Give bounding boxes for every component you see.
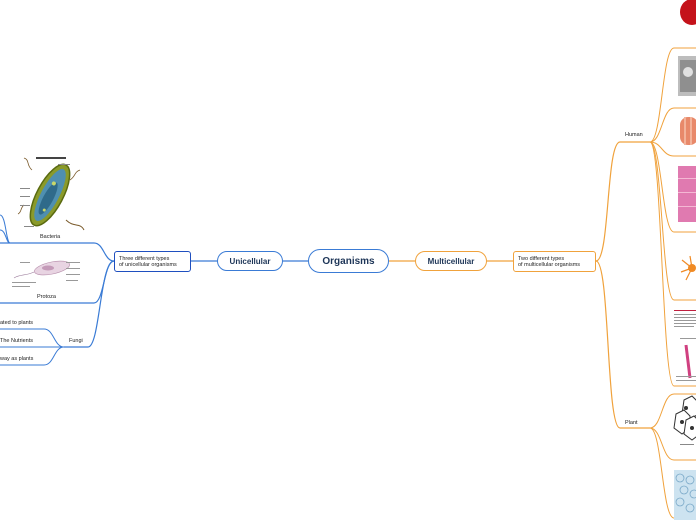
fungi-sub-2[interactable]: The Nutrients — [0, 338, 34, 344]
unicellular-node[interactable]: Unicellular — [217, 251, 283, 271]
connector-plant-c3 — [649, 427, 696, 519]
connector-plant-c2 — [649, 427, 696, 461]
multicellular-box-line1: Two different types — [518, 255, 565, 262]
connector-box-bacteria — [62, 242, 115, 262]
plant-illustrations — [673, 395, 696, 520]
bacteria-illustration — [16, 155, 86, 233]
topic-bacteria[interactable]: Bacteria — [40, 234, 61, 240]
connector-human-c6 — [649, 141, 696, 387]
topic-fungi[interactable]: Fungi — [69, 338, 83, 344]
bacteria-thumb-link-b — [0, 214, 11, 244]
connector-human-c3 — [649, 141, 696, 157]
fungi-sub-1[interactable]: ated to plants — [0, 320, 34, 326]
blood-cell-illustration — [680, 0, 696, 25]
connector-plant-c1 — [649, 393, 696, 429]
connector-fungi-sub3 — [0, 346, 65, 366]
multicellular-types-box[interactable]: Two different types of multicellular org… — [513, 251, 596, 272]
human-illustrations — [674, 0, 696, 381]
root-label: Organisms — [322, 255, 375, 267]
connector-human-c1 — [649, 47, 696, 143]
fungi-sub-3[interactable]: way as plants — [0, 356, 34, 362]
connector-human-c2 — [649, 107, 696, 143]
neuron-illustration — [680, 255, 696, 281]
connector-box-human — [595, 141, 650, 262]
topic-plant[interactable]: Plant — [625, 420, 638, 426]
unicellular-label: Unicellular — [229, 256, 271, 266]
protozoa-illustration — [8, 256, 86, 292]
multicellular-box-line2: of multicellular organisms — [518, 261, 581, 268]
skeletal-muscle-illustration — [678, 166, 696, 222]
plant-cell-drawing — [673, 395, 696, 445]
topic-human[interactable]: Human — [625, 132, 643, 138]
muscle-illustration — [680, 117, 696, 145]
connector-fungi-sub1 — [0, 328, 65, 348]
topic-protoza[interactable]: Protoza — [37, 294, 56, 300]
unicellular-types-box[interactable]: Three different types of unicellular org… — [114, 251, 191, 272]
unicellular-box-line1: Three different types — [119, 255, 170, 262]
text-page-illustration — [674, 310, 696, 381]
plant-tissue-photo — [674, 470, 696, 520]
unicellular-box-line2: of unicellular organisms — [119, 261, 177, 268]
connector-box-plant — [595, 260, 650, 429]
multicellular-label: Multicellular — [427, 256, 475, 266]
root-node-organisms[interactable]: Organisms — [308, 249, 389, 273]
multicellular-node[interactable]: Multicellular — [415, 251, 487, 271]
connector-human-c5 — [649, 141, 696, 301]
connector-box-fungi — [64, 260, 115, 348]
connector-human-c4 — [649, 141, 696, 233]
